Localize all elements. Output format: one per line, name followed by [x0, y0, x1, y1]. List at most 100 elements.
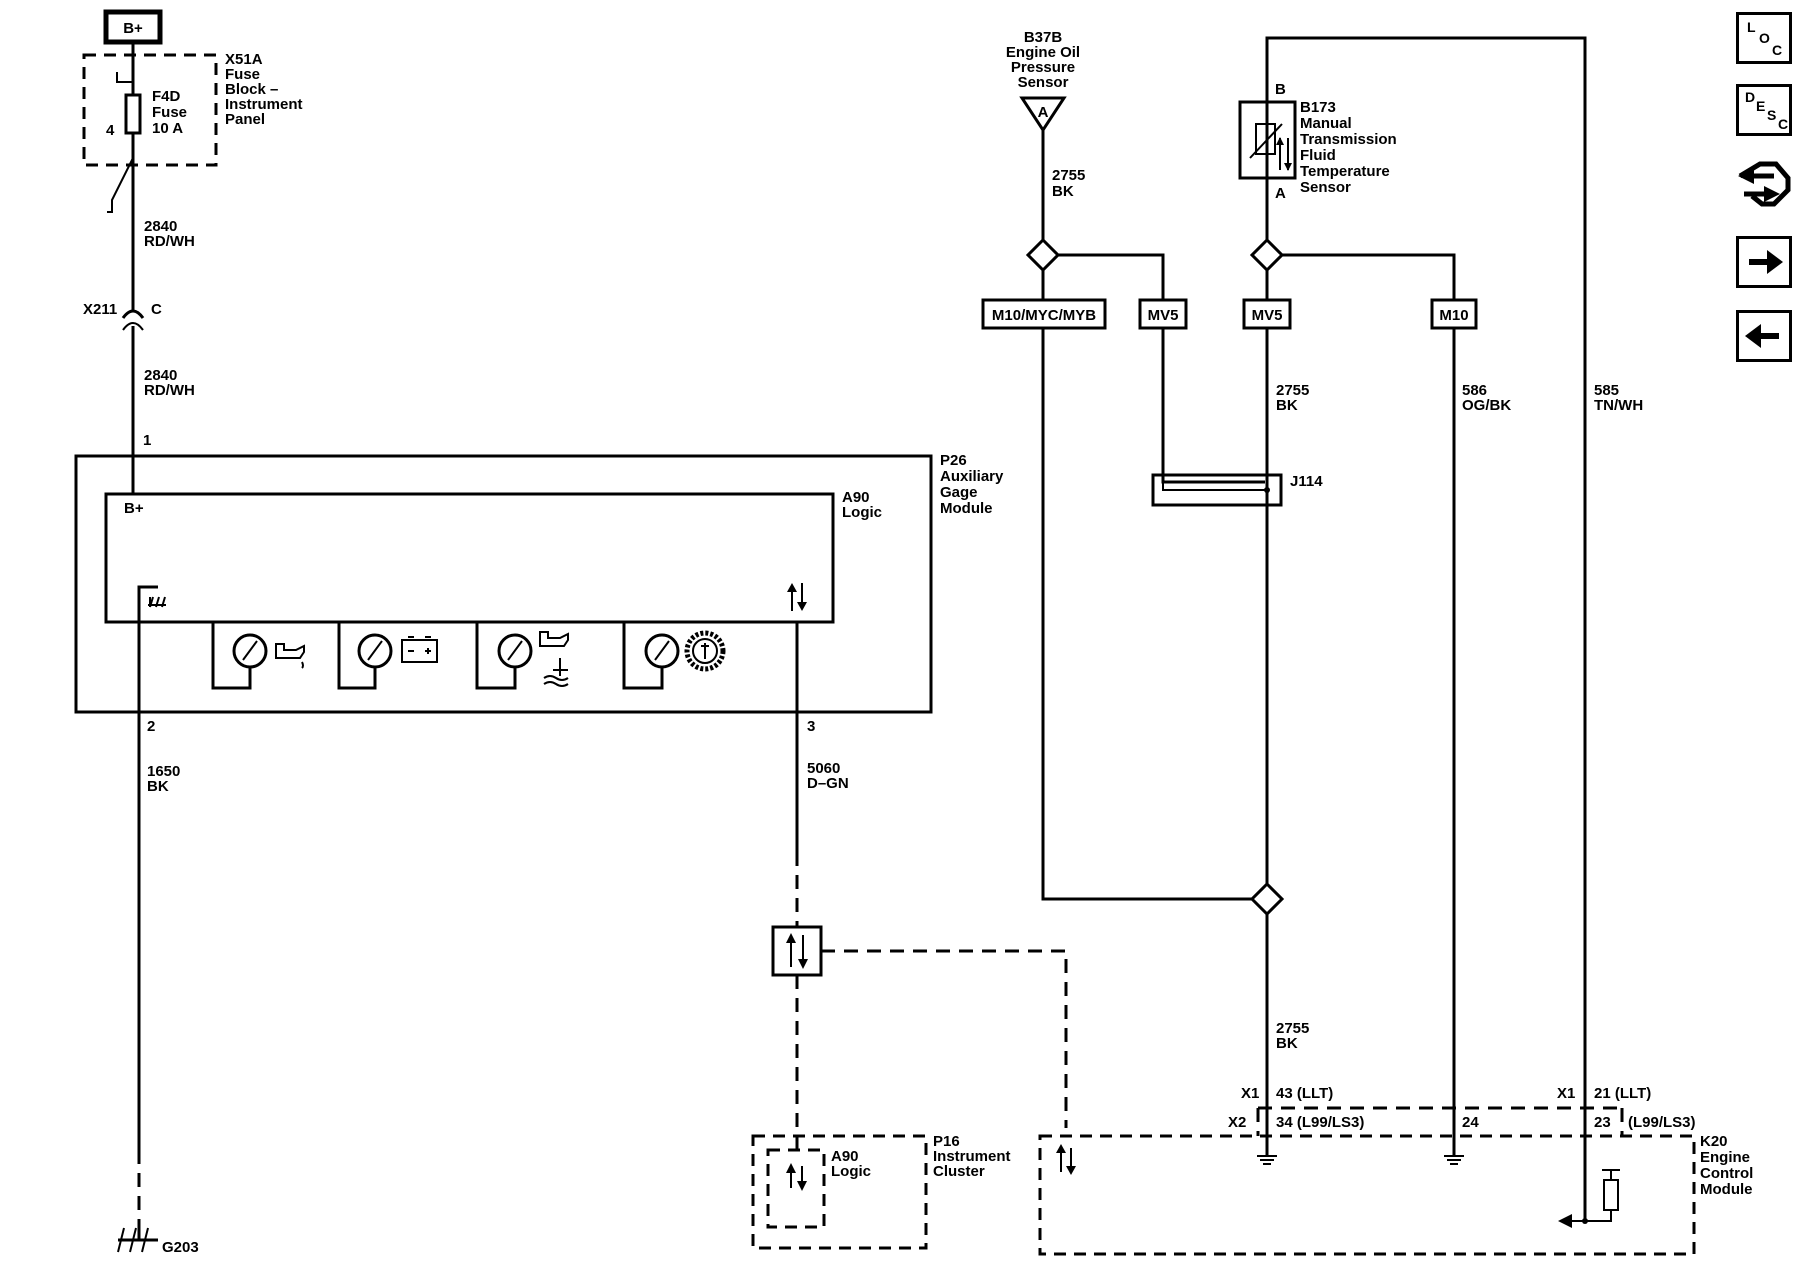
a90-logic-id: A90 — [842, 489, 870, 506]
p16-id: P16 — [933, 1133, 960, 1150]
wire-2755-bottom-circuit: 2755 — [1276, 1020, 1309, 1037]
b173-name-3: Fluid — [1300, 147, 1336, 164]
splice-left — [1025, 237, 1061, 273]
ecm-conn-x1-right: X1 — [1557, 1085, 1575, 1102]
b173-pin-a: A — [1275, 185, 1286, 202]
data-arrows-icon — [787, 583, 807, 611]
ground-id: G203 — [162, 1239, 199, 1256]
b37b-pin: A — [1038, 104, 1049, 121]
next-button[interactable] — [1736, 236, 1792, 288]
b173-name-1: Manual — [1300, 115, 1352, 132]
arrow-right-icon — [1749, 250, 1783, 274]
nav-loc-c: C — [1772, 42, 1783, 58]
instrument-cluster-outline — [751, 1134, 928, 1250]
cluster-a90-logic — [766, 1148, 826, 1229]
b173-name-2: Transmission — [1300, 131, 1397, 148]
splice-pack-j114 — [1151, 473, 1283, 507]
b173-name-5: Sensor — [1300, 179, 1351, 196]
nav-loc-o: O — [1759, 30, 1770, 46]
fuse-block-id: X51A — [225, 51, 263, 68]
connector-view-button[interactable] — [1734, 150, 1794, 216]
b173-name-4: Temperature — [1300, 163, 1390, 180]
wire-1650-circuit: 1650 — [147, 763, 180, 780]
ecm-pullup-resistor-icon — [1558, 1169, 1620, 1228]
fuse-block-name-3: Instrument — [225, 96, 303, 113]
location-button[interactable]: L O C — [1736, 12, 1792, 64]
option-tag-1: M10/MYC/MYB — [992, 307, 1096, 324]
b37b-name-3: Sensor — [1018, 74, 1069, 91]
k20-name-3: Module — [1700, 1181, 1753, 1198]
p26-id: P26 — [940, 452, 967, 469]
ecm-ground-24-icon — [1444, 1150, 1464, 1165]
connector-x211-id: X211 — [83, 301, 117, 318]
nav-desc-c: C — [1778, 116, 1789, 132]
fuse-block-name-4: Panel — [225, 111, 265, 128]
fuse-block-outline — [82, 53, 218, 167]
description-button[interactable]: D E S C — [1736, 84, 1792, 136]
ecm-pin-43: 43 (LLT) — [1276, 1085, 1333, 1102]
oil-temperature-gauge-icon — [475, 622, 569, 690]
wire-2755-mid-circuit: 2755 — [1276, 382, 1309, 399]
auxiliary-gage-module — [74, 454, 933, 714]
ground-g203-icon — [117, 1225, 158, 1253]
b37b-name-1: Engine Oil — [1006, 44, 1080, 61]
fuse-block-name-1: Fuse — [225, 66, 260, 83]
wire-2755-top-circuit: 2755 — [1052, 167, 1085, 184]
p26-name-3: Module — [940, 500, 993, 517]
ecm-pin-21: 21 (LLT) — [1594, 1085, 1651, 1102]
fuse-name: Fuse — [152, 104, 187, 121]
arrow-left-icon — [1745, 324, 1779, 348]
wire-1650-color: BK — [147, 778, 169, 795]
ecm-pin-24: 24 — [1462, 1114, 1479, 1131]
nav-desc-d: D — [1745, 89, 1756, 105]
nav-desc-s: S — [1767, 107, 1777, 123]
nav-loc-l: L — [1747, 19, 1756, 35]
wire-586-color: OG/BK — [1462, 397, 1511, 414]
oil-pressure-gauge-icon — [211, 622, 305, 690]
fuse-block-pin: 4 — [106, 122, 115, 139]
ecm-pin-34: 34 (L99/LS3) — [1276, 1114, 1364, 1131]
supply-label: B+ — [123, 20, 143, 37]
fuse-f4d-symbol — [124, 93, 142, 135]
wire-585-circuit: 585 — [1594, 382, 1619, 399]
k20-name-2: Control — [1700, 1165, 1753, 1182]
ecm-pin-23: 23 — [1594, 1114, 1611, 1131]
splice-right — [1249, 237, 1285, 273]
cluster-logic-name: Logic — [831, 1163, 871, 1180]
serial-data-symbol — [771, 925, 823, 977]
wire-2755-top-color: BK — [1052, 183, 1074, 200]
a90-bplus-label: B+ — [124, 500, 144, 517]
p26-pin-3: 3 — [807, 718, 815, 735]
fuse-id: F4D — [152, 88, 181, 105]
engine-control-module-outline — [1038, 1134, 1696, 1256]
cluster-logic-id: A90 — [831, 1148, 859, 1165]
connector-x211-female — [121, 309, 145, 319]
ecm-pin-23-option: (L99/LS3) — [1628, 1114, 1696, 1131]
ecm-ground-43-icon — [1257, 1150, 1277, 1165]
b173-id: B173 — [1300, 99, 1336, 116]
fuse-block-name-2: Block – — [225, 81, 278, 98]
wire-5060-circuit: 5060 — [807, 760, 840, 777]
battery-voltage-gauge-icon — [337, 622, 438, 690]
option-tag-3: MV5 — [1252, 307, 1283, 324]
option-tag-4: M10 — [1439, 307, 1468, 324]
p16-name-2: Cluster — [933, 1163, 985, 1180]
p26-pin-2: 2 — [147, 718, 155, 735]
connector-x211-pin: C — [151, 301, 162, 318]
wire-2840-top-circuit: 2840 — [144, 218, 177, 235]
ecm-conn-x1-left: X1 — [1241, 1085, 1259, 1102]
k20-name-1: Engine — [1700, 1149, 1750, 1166]
j114-id: J114 — [1290, 473, 1323, 490]
wire-2840-top-color: RD/WH — [144, 233, 195, 250]
wire-5060-color: D–GN — [807, 775, 849, 792]
p26-name-2: Gage — [940, 484, 978, 501]
previous-button[interactable] — [1736, 310, 1792, 362]
transmission-temperature-gauge-icon — [622, 622, 726, 690]
p16-name-1: Instrument — [933, 1148, 1011, 1165]
ecm-conn-x2-left: X2 — [1228, 1114, 1246, 1131]
module-ground-icon — [137, 585, 158, 620]
a90-logic-name: Logic — [842, 504, 882, 521]
k20-id: K20 — [1700, 1133, 1728, 1150]
wire-585-color: TN/WH — [1594, 397, 1643, 414]
